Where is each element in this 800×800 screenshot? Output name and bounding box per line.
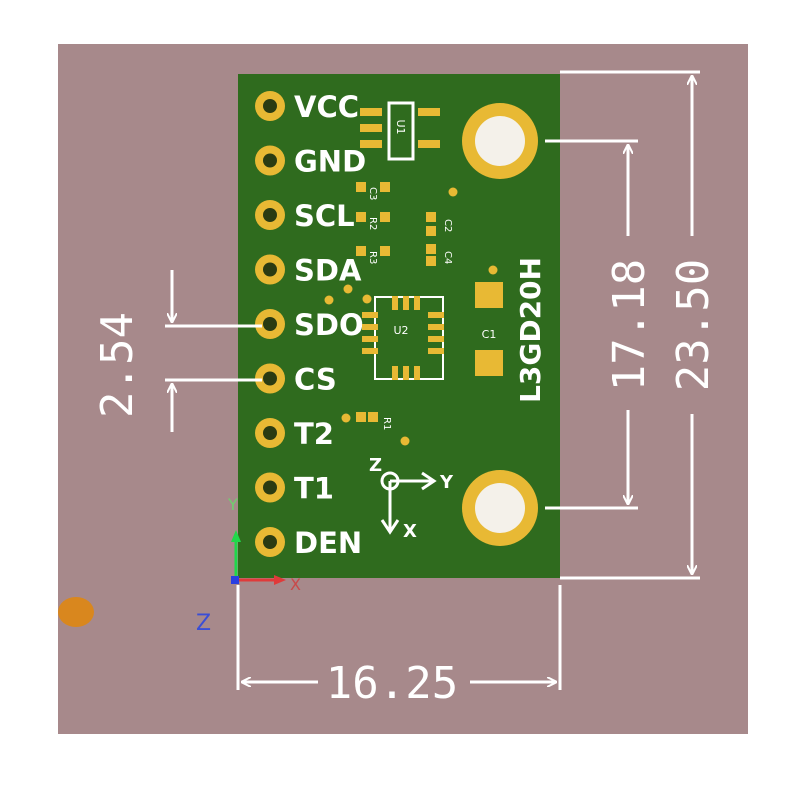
c3-label: C3 bbox=[367, 187, 378, 200]
silk-axis-indicator bbox=[380, 471, 437, 535]
dim-hole-spacing-label: 17.18 bbox=[604, 259, 655, 391]
mounting-hole-bottom bbox=[462, 470, 538, 546]
pin-label-vcc: VCC bbox=[294, 90, 359, 124]
pin-hole-t1 bbox=[263, 480, 277, 495]
u1-label: U1 bbox=[394, 119, 407, 134]
cad-axis-triad bbox=[231, 530, 286, 585]
pin-hole-sdo bbox=[263, 317, 277, 331]
pin-hole-gnd bbox=[263, 153, 277, 168]
dim-width-label: 16.25 bbox=[326, 658, 458, 709]
u2-label: U2 bbox=[393, 324, 408, 337]
board-name: L3GD20H bbox=[514, 257, 547, 403]
c4-label: C4 bbox=[442, 251, 453, 264]
pin-hole-scl bbox=[263, 208, 277, 222]
passives-right: C2 C4 bbox=[426, 212, 453, 266]
pin-hole-sda bbox=[263, 262, 277, 277]
pin-label-scl: SCL bbox=[294, 199, 355, 233]
pin-hole-t2 bbox=[263, 426, 277, 440]
dim-height bbox=[560, 70, 700, 580]
silk-axis-x: X bbox=[403, 521, 417, 542]
cad-axis-y: Y bbox=[227, 495, 238, 514]
dim-pitch bbox=[165, 270, 262, 432]
pin-label-gnd: GND bbox=[294, 145, 366, 179]
dim-height-label: 23.50 bbox=[668, 259, 719, 391]
silk-axis-y: Y bbox=[439, 472, 454, 493]
r3-label: R3 bbox=[367, 251, 378, 264]
pin-label-sdo: SDO bbox=[294, 308, 364, 342]
c2-label: C2 bbox=[442, 219, 453, 232]
pin-label-cs: CS bbox=[294, 363, 337, 397]
c1-label: C1 bbox=[482, 328, 497, 341]
pin-label-t2: T2 bbox=[294, 417, 334, 451]
dim-pitch-label: 2.54 bbox=[92, 312, 143, 418]
passives-left: C3 R2 R3 bbox=[356, 182, 390, 264]
pin-hole-cs bbox=[263, 371, 277, 386]
c1-capacitor: C1 bbox=[475, 282, 503, 376]
dim-width bbox=[236, 585, 562, 690]
cad-axis-x: X bbox=[290, 575, 301, 594]
mounting-hole-top bbox=[462, 103, 538, 179]
dim-hole-spacing bbox=[545, 139, 638, 510]
pin-label-sda: SDA bbox=[294, 254, 362, 288]
r1-resistor: R1 bbox=[356, 412, 392, 430]
pin-label-den: DEN bbox=[294, 526, 362, 560]
vias bbox=[324, 187, 498, 446]
cad-axis-z: Z bbox=[196, 611, 211, 636]
pin-label-t1: T1 bbox=[294, 472, 334, 506]
silk-axis-z: Z bbox=[369, 455, 382, 476]
orange-blob bbox=[58, 597, 94, 627]
pin-hole-den bbox=[263, 535, 277, 549]
r1-label: R1 bbox=[381, 417, 392, 430]
u1-chip: U1 bbox=[360, 101, 440, 161]
pin-hole-vcc bbox=[263, 99, 277, 113]
r2-label: R2 bbox=[367, 217, 378, 230]
u2-chip: U2 bbox=[362, 296, 444, 380]
